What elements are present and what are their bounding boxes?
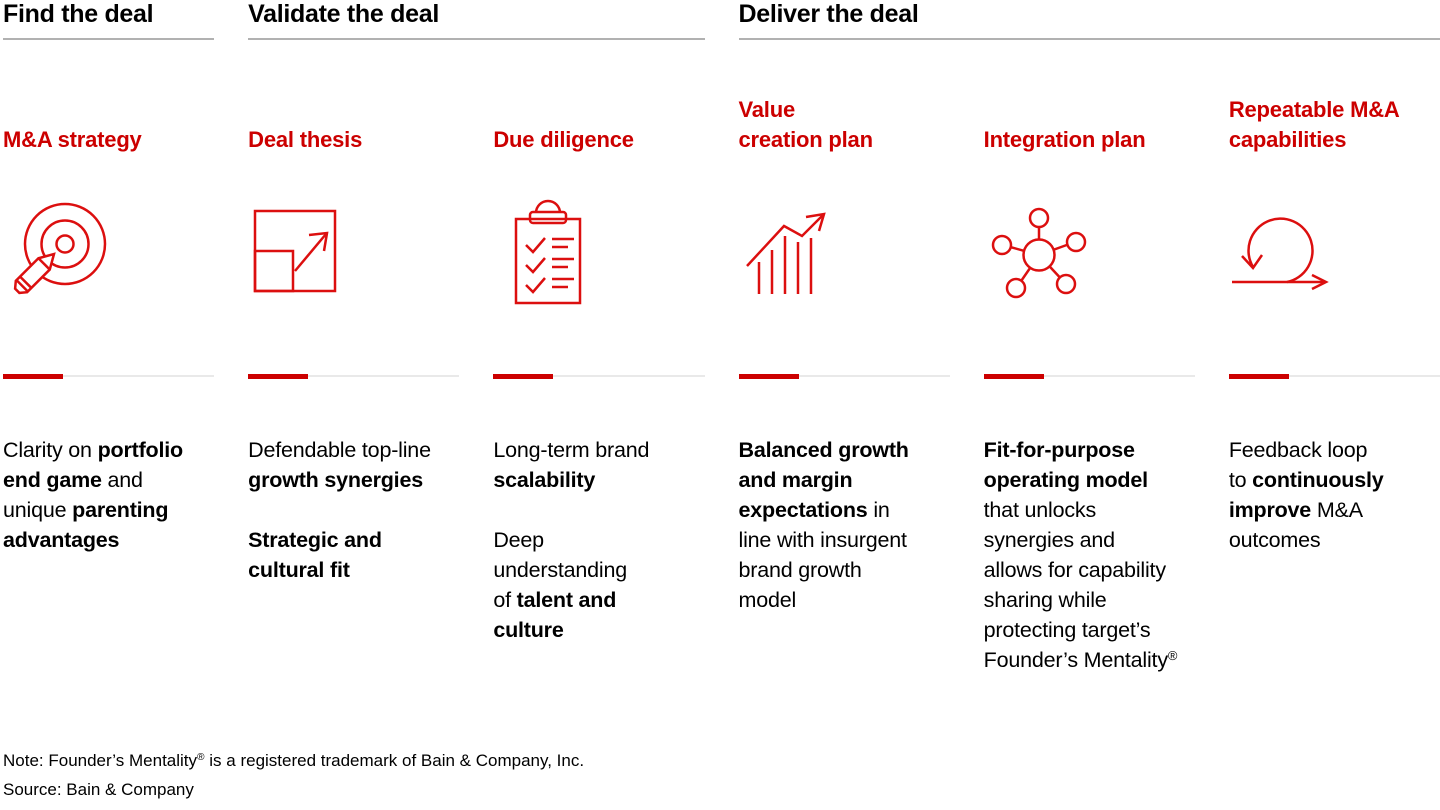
phase-header-deliver-the-deal: Deliver the deal xyxy=(738,0,1440,40)
phase-header-find-the-deal: Find the deal xyxy=(3,0,215,40)
footer-source: Source: Bain & Company xyxy=(3,780,194,799)
column-divider xyxy=(738,374,950,394)
column-divider xyxy=(1228,374,1440,394)
network-hub-icon xyxy=(984,165,1195,374)
checklist-clipboard-icon xyxy=(493,165,704,374)
footer-note: Note: Founder’s Mentality® is a register… xyxy=(3,751,585,770)
column-title-deal-thesis: Deal thesis xyxy=(248,127,363,152)
column-title-repeatable-ma-capabilities: Repeatable M&A capabilities xyxy=(1228,97,1400,152)
phase-header-validate-the-deal: Validate the deal xyxy=(248,0,705,40)
column-divider xyxy=(248,374,460,394)
target-dart-icon xyxy=(3,165,214,374)
process-grid: Find the deal Validate the deal Deliver … xyxy=(3,0,1440,672)
loop-arrow-icon xyxy=(1229,165,1440,374)
column-divider xyxy=(3,374,215,394)
expand-square-arrow-icon xyxy=(248,165,459,374)
column-title-value-creation-plan: Value creation plan xyxy=(738,97,874,152)
column-title-due-diligence: Due diligence xyxy=(493,127,634,152)
growth-chart-arrow-icon xyxy=(739,165,950,374)
column-title-integration-plan: Integration plan xyxy=(983,127,1146,152)
column-divider xyxy=(493,374,705,394)
column-title-ma-strategy: M&A strategy xyxy=(3,127,142,152)
column-divider xyxy=(983,374,1195,394)
footer: Note: Founder’s Mentality® is a register… xyxy=(3,748,584,803)
